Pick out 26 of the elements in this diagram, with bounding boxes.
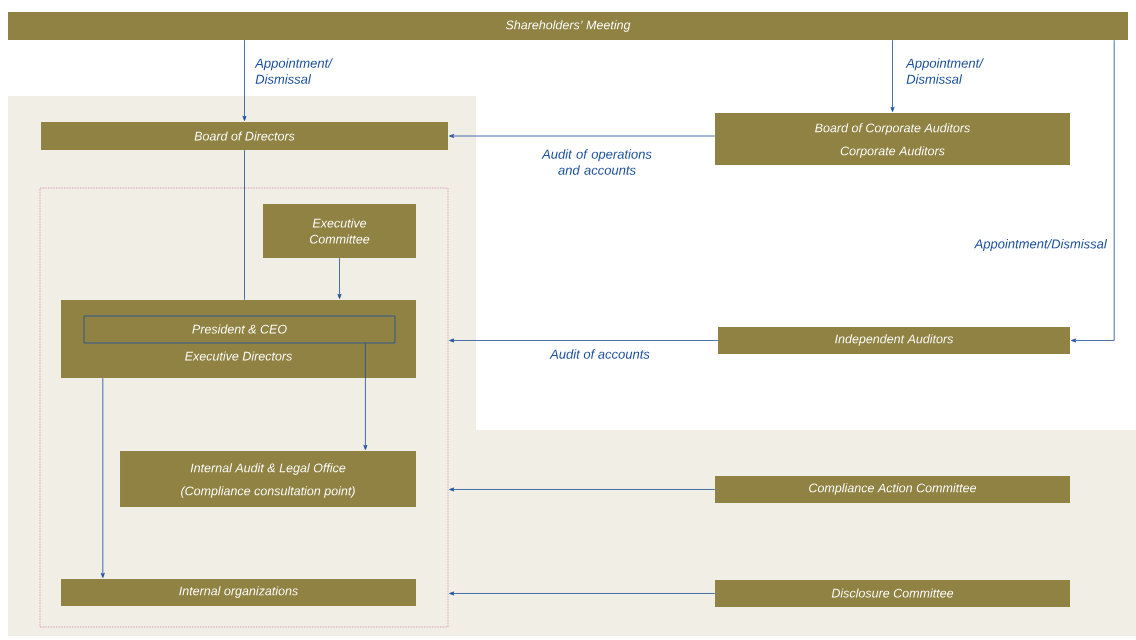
arrow — [1071, 39, 1115, 343]
org-box: Internal organizations — [61, 579, 416, 606]
edge-label: Appointment/Dismissal — [973, 238, 1108, 252]
arrow — [449, 591, 716, 596]
org-box: Internal Audit & Legal Office (Compliance consultation point) — [120, 451, 416, 507]
arrow — [890, 39, 895, 112]
meeting-band: Shareholders’ Meeting — [8, 12, 1128, 40]
org-box: Board of Directors — [41, 122, 448, 150]
arrow — [449, 338, 719, 343]
arrow — [449, 134, 716, 138]
dotted-frame — [39, 187, 449, 628]
arrow — [100, 377, 105, 578]
org-box: Board of Corporate Auditors Corporate Auditors — [715, 113, 1070, 165]
org-box: Compliance Action Committee — [715, 476, 1070, 503]
edge-label: Audit of accounts — [549, 349, 650, 359]
edge-label: Audit of operations and accounts — [541, 149, 652, 175]
arrow — [242, 39, 247, 121]
arrow — [363, 343, 368, 450]
org-box: Executive Committee — [263, 204, 416, 258]
edge-label: Appointment/ Dismissal — [905, 58, 984, 84]
org-box: Independent Auditors — [718, 327, 1070, 354]
arrow — [337, 257, 342, 299]
arrow — [449, 487, 716, 492]
inner-box: President & CEO — [83, 315, 396, 344]
edge-label: Appointment/ Dismissal — [254, 58, 333, 84]
org-box: Disclosure Committee — [715, 580, 1070, 607]
